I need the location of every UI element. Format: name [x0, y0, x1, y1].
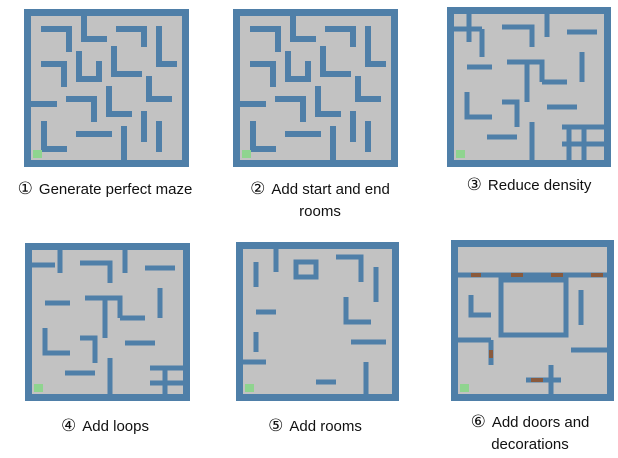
- start-cell: [245, 384, 254, 392]
- maze-diagram-4: [25, 243, 190, 401]
- maze-walls: [32, 250, 183, 394]
- start-cell: [460, 384, 469, 392]
- maze-walls: [454, 14, 604, 160]
- maze-step-2: [233, 9, 398, 167]
- caption-1: ① Generate perfect maze: [0, 178, 210, 201]
- maze-diagram-5: [236, 242, 399, 401]
- maze-walls: [458, 272, 607, 394]
- maze-floor: [458, 247, 607, 394]
- caption-4: ④ Add loops: [20, 415, 190, 438]
- step-number: ⑥: [470, 412, 486, 432]
- start-cell: [242, 150, 251, 158]
- maze-walls: [28, 13, 177, 163]
- step-caption: Add doors and decorations: [491, 414, 590, 453]
- maze-diagram-1: [24, 9, 189, 167]
- maze-step-1: [24, 9, 189, 167]
- maze-diagram-3: [447, 7, 611, 167]
- maze-diagram-2: [233, 9, 398, 167]
- step-caption: Add start and end rooms: [271, 181, 390, 220]
- step-number: ⑤: [268, 416, 284, 436]
- start-cell: [33, 150, 42, 158]
- step-number: ④: [61, 416, 77, 436]
- step-caption: Add rooms: [289, 418, 362, 435]
- caption-5: ⑤ Add rooms: [230, 415, 400, 438]
- step-number: ③: [466, 175, 482, 195]
- door-decorations: [471, 273, 603, 382]
- maze-walls: [243, 249, 386, 394]
- step-caption: Add loops: [82, 418, 149, 435]
- maze-step-6: [451, 240, 614, 401]
- step-caption: Reduce density: [487, 177, 592, 194]
- start-cell: [34, 384, 43, 392]
- step-number: ①: [17, 179, 33, 199]
- maze-step-4: [25, 243, 190, 401]
- step-caption: Generate perfect maze: [38, 181, 193, 198]
- maze-step-3: [447, 7, 611, 167]
- maze-step-5: [236, 242, 399, 401]
- start-cell: [456, 150, 465, 158]
- maze-diagram-6: [451, 240, 614, 401]
- step-number: ②: [250, 179, 266, 199]
- maze-walls: [237, 13, 386, 163]
- caption-3: ③ Reduce density: [440, 174, 618, 197]
